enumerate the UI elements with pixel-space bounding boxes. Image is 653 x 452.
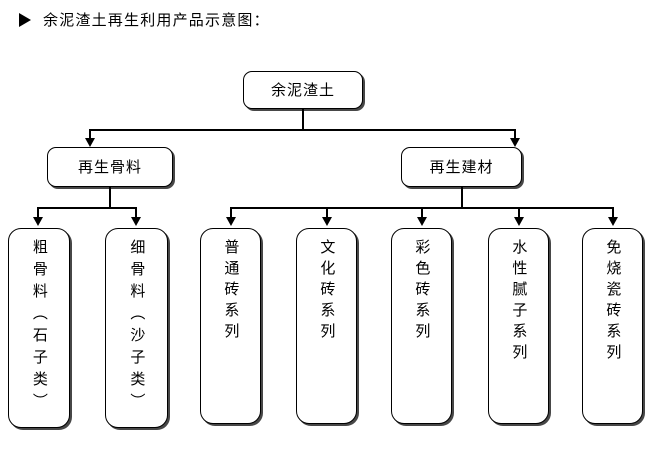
arrowhead-to-common-brick <box>226 217 236 226</box>
leaf-common-brick-series[interactable]: 普通砖系列 <box>200 228 261 424</box>
arrowhead-to-putty <box>514 217 524 226</box>
connector-aggregate-bus <box>37 207 137 209</box>
page-header: 余泥渣土再生利用产品示意图： <box>0 0 653 40</box>
leaf-common-brick-series-label: 普通砖系列 <box>222 239 241 344</box>
leaf-waterborne-putty-series-label: 水性腻子系列 <box>510 239 529 365</box>
triangle-right-icon <box>19 13 31 27</box>
connector-to-color-brick <box>421 207 423 218</box>
leaf-color-brick-series[interactable]: 彩色砖系列 <box>391 228 452 424</box>
leaf-coarse-aggregate-label: 粗骨料（石子类） <box>30 239 49 415</box>
connector-root-stem <box>302 109 304 131</box>
connector-to-culture-brick <box>326 207 328 218</box>
node-root[interactable]: 余泥渣土 <box>243 71 363 109</box>
arrowhead-to-culture-brick <box>322 217 332 226</box>
leaf-culture-brick-series-label: 文化砖系列 <box>318 239 337 344</box>
leaf-unfired-tile-series[interactable]: 免烧瓷砖系列 <box>582 228 643 424</box>
node-recycled-building-material-label: 再生建材 <box>429 157 494 176</box>
arrowhead-to-aggregate <box>85 138 95 147</box>
connector-level1-bus <box>89 129 516 131</box>
connector-to-aggregate <box>89 129 91 139</box>
leaf-color-brick-series-label: 彩色砖系列 <box>413 239 432 344</box>
connector-to-tile <box>612 207 614 218</box>
connector-to-fine <box>135 207 137 218</box>
arrowhead-to-fine <box>131 217 141 226</box>
leaf-fine-aggregate-label: 细骨料（沙子类） <box>128 239 147 415</box>
leaf-coarse-aggregate[interactable]: 粗骨料（石子类） <box>8 228 70 428</box>
connector-aggregate-stem <box>109 187 111 209</box>
connector-building-stem <box>461 187 463 209</box>
node-recycled-building-material[interactable]: 再生建材 <box>401 147 522 187</box>
connector-to-common-brick <box>230 207 232 218</box>
page-title: 余泥渣土再生利用产品示意图： <box>43 11 270 29</box>
leaf-culture-brick-series[interactable]: 文化砖系列 <box>296 228 357 424</box>
leaf-unfired-tile-series-label: 免烧瓷砖系列 <box>604 239 623 365</box>
connector-to-putty <box>518 207 520 218</box>
node-recycled-aggregate[interactable]: 再生骨料 <box>47 147 173 187</box>
arrowhead-to-building <box>510 138 520 147</box>
arrowhead-to-tile <box>608 217 618 226</box>
node-recycled-aggregate-label: 再生骨料 <box>77 157 142 176</box>
node-root-label: 余泥渣土 <box>270 80 335 99</box>
connector-to-coarse <box>37 207 39 218</box>
leaf-waterborne-putty-series[interactable]: 水性腻子系列 <box>488 228 549 424</box>
arrowhead-to-coarse <box>33 217 43 226</box>
leaf-fine-aggregate[interactable]: 细骨料（沙子类） <box>105 228 168 428</box>
connector-to-building <box>514 129 516 139</box>
arrowhead-to-color-brick <box>417 217 427 226</box>
